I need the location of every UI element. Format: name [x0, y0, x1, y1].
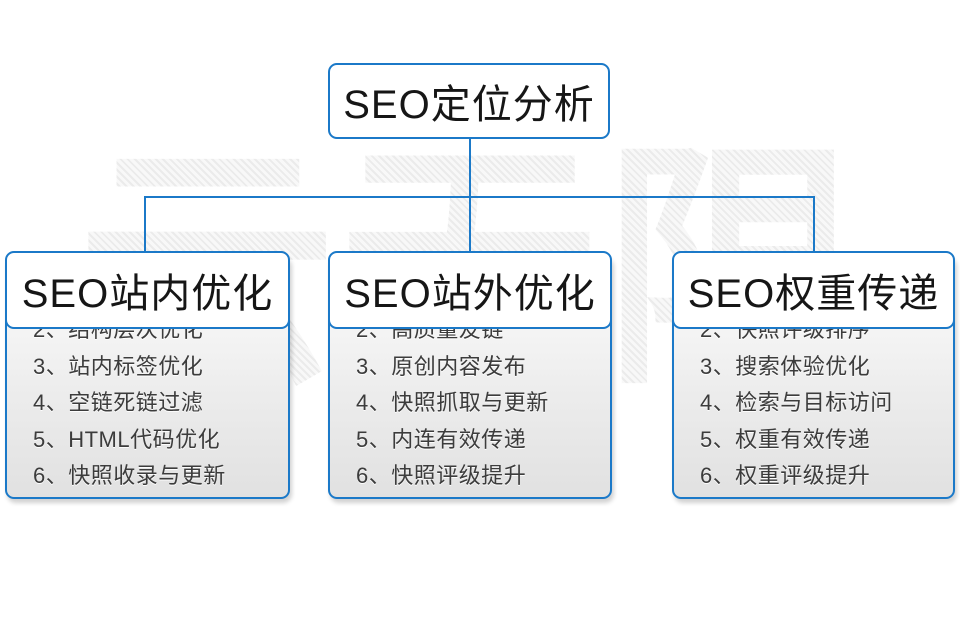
connector-left-drop [144, 196, 146, 253]
column-weight-transfer: SEO权重传递 1、快照增缩略图 2、快照评级排序 3、搜索体验优化 4、检索与… [672, 251, 955, 499]
root-node-title: SEO定位分析 [343, 83, 595, 127]
list-item: 3、原创内容发布 [356, 353, 527, 379]
list-item: 4、检索与目标访问 [700, 390, 893, 416]
onsite-header-title: SEO站内优化 [21, 272, 274, 316]
list-item: 5、权重有效传递 [700, 426, 871, 452]
connector-root-vertical [469, 138, 471, 197]
list-item: 3、站内标签优化 [33, 353, 204, 379]
offsite-header-title: SEO站外优化 [344, 272, 596, 316]
connector-right-drop [813, 196, 815, 253]
node-weight-header: SEO权重传递 [672, 251, 955, 329]
list-item: 6、快照收录与更新 [33, 463, 226, 489]
connector-horizontal-bus [144, 196, 815, 198]
column-offsite: SEO站外优化 1、高质量外链 2、高质量友链 3、原创内容发布 4、快照抓取与… [328, 251, 612, 499]
list-item: 3、搜索体验优化 [700, 353, 871, 379]
weight-header-title: SEO权重传递 [687, 272, 940, 316]
list-item: 4、快照抓取与更新 [356, 390, 549, 416]
connector-middle-drop [469, 196, 471, 253]
node-root-seo-positioning: SEO定位分析 [328, 63, 610, 139]
node-onsite-header: SEO站内优化 [5, 251, 290, 329]
list-item: 5、HTML代码优化 [33, 426, 221, 452]
column-onsite: SEO站内优化 1、TDK合理定义 2、结构层次优化 3、站内标签优化 4、空链… [5, 251, 290, 499]
list-item: 6、快照评级提升 [356, 463, 527, 489]
list-item: 6、权重评级提升 [700, 463, 871, 489]
list-item: 4、空链死链过滤 [33, 390, 204, 416]
list-item: 5、内连有效传递 [356, 426, 527, 452]
node-offsite-header: SEO站外优化 [328, 251, 612, 329]
